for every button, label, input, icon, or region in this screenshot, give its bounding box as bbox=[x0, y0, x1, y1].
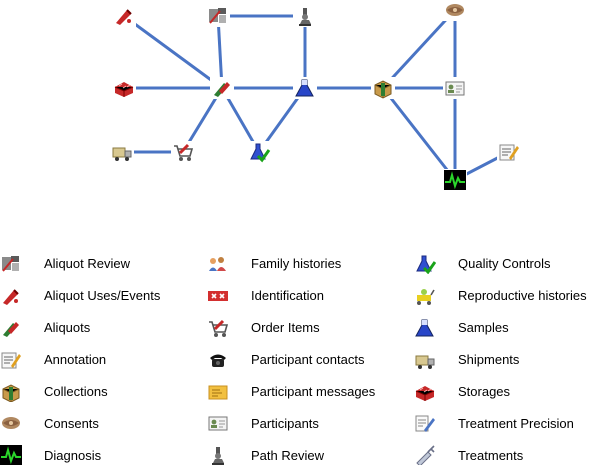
edge-collections-diagnosis bbox=[381, 86, 457, 182]
aliquots-icon bbox=[3, 321, 19, 337]
legend-item-label: Collections bbox=[44, 384, 108, 399]
legend-item: Collections bbox=[0, 376, 160, 408]
legend-item-label: Participant contacts bbox=[251, 352, 365, 368]
legend-item-label: Aliquots bbox=[44, 320, 91, 336]
legend-item: Identification bbox=[207, 280, 375, 312]
legend-item: Aliquot Uses/Events bbox=[0, 280, 160, 312]
legend-item: Storages bbox=[414, 376, 587, 408]
legend-item-label: Quality Controls bbox=[458, 256, 551, 272]
legend-item: Diagnosis bbox=[0, 439, 160, 471]
legend-item: Quality Controls bbox=[414, 248, 587, 280]
order-items-icon bbox=[171, 141, 195, 163]
legend-item: Family histories bbox=[207, 248, 375, 280]
storages-icon bbox=[112, 77, 136, 99]
legend-item: Shipments bbox=[414, 344, 587, 376]
legend-item-label: Order Items bbox=[251, 320, 320, 336]
legend-item-label: Participant messages bbox=[251, 384, 376, 399]
legend-item: Consents bbox=[0, 407, 160, 439]
diagnosis-icon bbox=[0, 445, 22, 466]
diagnosis-icon bbox=[443, 169, 467, 191]
collections-icon bbox=[2, 383, 20, 402]
edge-aliquot-review-aliquots bbox=[216, 14, 224, 90]
legend-item: Aliquot Review bbox=[0, 248, 160, 280]
legend-item-label: Consents bbox=[44, 415, 99, 431]
legend-item-label: Path Review bbox=[251, 447, 324, 463]
legend-item-label: Participants bbox=[251, 415, 319, 431]
order-items-icon bbox=[209, 319, 229, 337]
family-histories-icon bbox=[209, 256, 226, 271]
treatments-icon bbox=[416, 445, 435, 466]
participants-icon bbox=[443, 77, 467, 99]
path-review-icon bbox=[293, 5, 317, 27]
legend-item: Participant contacts bbox=[207, 344, 375, 376]
legend-item-label: Annotation bbox=[44, 352, 107, 368]
annotation-icon bbox=[1, 352, 21, 369]
aliquot-uses-icon bbox=[112, 5, 136, 27]
legend-item-label: Treatments bbox=[458, 447, 524, 463]
storages-icon bbox=[415, 385, 435, 401]
samples-icon bbox=[293, 77, 317, 99]
legend-item: Participant messages bbox=[207, 376, 375, 408]
legend-item-label: Aliquot Review bbox=[44, 256, 130, 272]
samples-icon bbox=[415, 319, 434, 337]
legend-item-label: Identification bbox=[251, 288, 324, 304]
legend-item-label: Treatment Precision bbox=[458, 415, 574, 431]
path-review-icon bbox=[212, 447, 224, 466]
identification-icon bbox=[208, 290, 228, 301]
legend-item: Samples bbox=[414, 312, 587, 344]
treatment-precision-icon bbox=[415, 415, 435, 433]
aliquot-review-icon bbox=[2, 255, 19, 272]
legend-item-label: Aliquot Uses/Events bbox=[44, 288, 161, 304]
legend-item-label: Shipments bbox=[458, 352, 520, 368]
consents-icon bbox=[443, 0, 467, 21]
reproductive-histories-icon bbox=[417, 288, 435, 305]
entity-relationship-diagram bbox=[110, 0, 521, 191]
shipments-icon bbox=[415, 355, 435, 369]
legend-item: Treatments bbox=[414, 439, 587, 471]
legend-item: Order Items bbox=[207, 312, 375, 344]
collections-icon bbox=[371, 77, 395, 99]
legend-item: Participants bbox=[207, 407, 375, 439]
legend-item-label: Reproductive histories bbox=[458, 288, 587, 304]
consents-icon bbox=[2, 417, 20, 430]
quality-controls-icon bbox=[247, 141, 271, 163]
participant-contacts-icon bbox=[210, 354, 226, 367]
participant-messages-icon bbox=[208, 385, 228, 399]
edge-aliquot-uses-aliquots bbox=[122, 14, 224, 90]
diagram-nodes bbox=[110, 0, 521, 191]
legend-item-label: Diagnosis bbox=[44, 447, 102, 463]
legend-item-label: Samples bbox=[458, 320, 509, 336]
legend-item: Aliquots bbox=[0, 312, 160, 344]
quality-controls-icon bbox=[416, 255, 436, 274]
aliquots-icon bbox=[210, 77, 234, 99]
participants-icon bbox=[208, 416, 228, 431]
legend-item-label: Family histories bbox=[251, 256, 342, 272]
annotation-icon bbox=[497, 141, 521, 163]
aliquot-review-icon bbox=[206, 5, 230, 27]
legend-item: Annotation bbox=[0, 344, 160, 376]
legend-item: Path Review bbox=[207, 439, 375, 471]
legend-item: Reproductive histories bbox=[414, 280, 587, 312]
edge-collections-consents bbox=[381, 8, 457, 90]
legend-item-label: Storages bbox=[458, 384, 511, 399]
legend-item: Treatment Precision bbox=[414, 407, 587, 439]
aliquot-uses-icon bbox=[3, 289, 19, 305]
shipments-icon bbox=[110, 141, 134, 163]
